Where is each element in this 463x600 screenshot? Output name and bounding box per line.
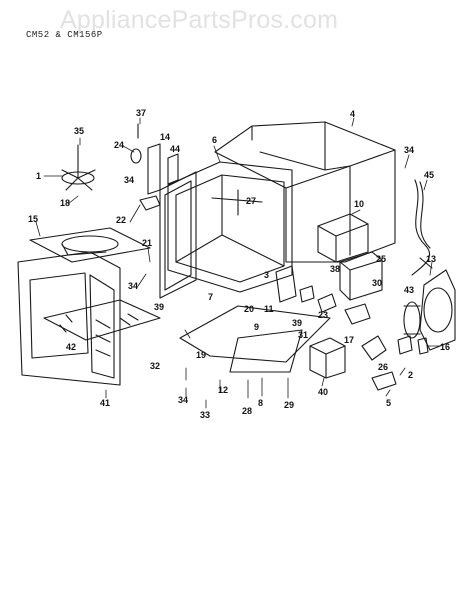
callout-23: 23 — [318, 310, 328, 320]
watermark: AppliancePartsPros.com — [60, 6, 339, 34]
leader-lines — [35, 117, 441, 409]
callout-20: 20 — [244, 304, 254, 314]
callout-29: 29 — [284, 400, 294, 410]
oven-cavity — [167, 161, 293, 293]
callout-4: 4 — [350, 109, 355, 119]
callout-38: 38 — [330, 264, 340, 274]
outer-cabinet — [214, 121, 396, 263]
transformer — [339, 251, 383, 301]
callout-35: 35 — [74, 126, 84, 136]
callout-9: 9 — [254, 322, 259, 332]
callout-22: 22 — [116, 215, 126, 225]
stirrer-fan — [61, 144, 96, 191]
magnetron — [317, 213, 369, 263]
callout-43: 43 — [404, 285, 414, 295]
callout-33: 33 — [200, 410, 210, 420]
callout-12: 12 — [218, 385, 228, 395]
callout-28: 28 — [242, 406, 252, 416]
callout-8: 8 — [258, 398, 263, 408]
callout-26: 26 — [378, 362, 388, 372]
stirrer-drive-parts — [130, 123, 179, 211]
callout-42: 42 — [66, 342, 76, 352]
callout-41: 41 — [100, 398, 110, 408]
callout-39: 39 — [154, 302, 164, 312]
callout-34-b: 34 — [124, 175, 134, 185]
callout-3: 3 — [264, 270, 269, 280]
callout-25: 25 — [376, 254, 386, 264]
small-electrical-parts — [344, 303, 429, 391]
callout-27: 27 — [246, 196, 256, 206]
callout-21: 21 — [142, 238, 152, 248]
callout-5: 5 — [386, 398, 391, 408]
callout-24: 24 — [114, 140, 124, 150]
callout-18: 18 — [60, 198, 70, 208]
callout-14: 14 — [160, 132, 170, 142]
callout-44: 44 — [170, 144, 180, 154]
callout-32: 32 — [150, 361, 160, 371]
callout-39-b: 39 — [292, 318, 302, 328]
door — [17, 251, 121, 386]
model-label: CM52 & CM156P — [26, 30, 103, 40]
stirrer-cover — [29, 227, 151, 263]
front-frame — [159, 171, 197, 299]
callout-16: 16 — [440, 342, 450, 352]
door-choke — [43, 299, 161, 341]
capacitor — [309, 337, 346, 379]
callout-7: 7 — [208, 292, 213, 302]
base-plate — [179, 305, 331, 373]
callout-15: 15 — [28, 214, 38, 224]
callout-17: 17 — [344, 335, 354, 345]
callout-13: 13 — [426, 254, 436, 264]
callout-31: 31 — [298, 330, 308, 340]
part-number-labels: 37 35 24 14 44 6 4 34 1 18 27 34 45 15 2… — [28, 108, 450, 420]
callout-1: 1 — [36, 171, 41, 181]
wire-harness — [411, 179, 433, 276]
callout-6: 6 — [212, 135, 217, 145]
callout-34: 34 — [404, 145, 414, 155]
callout-34-d: 34 — [178, 395, 188, 405]
callout-19: 19 — [196, 350, 206, 360]
callout-30: 30 — [372, 278, 382, 288]
callout-40: 40 — [318, 387, 328, 397]
callout-11: 11 — [264, 304, 274, 314]
blower-assembly — [403, 269, 456, 351]
callout-37: 37 — [136, 108, 146, 118]
callout-2: 2 — [408, 370, 413, 380]
callout-10: 10 — [354, 199, 364, 209]
relay-parts — [275, 265, 337, 313]
callout-45: 45 — [424, 170, 434, 180]
callout-34-c: 34 — [128, 281, 138, 291]
